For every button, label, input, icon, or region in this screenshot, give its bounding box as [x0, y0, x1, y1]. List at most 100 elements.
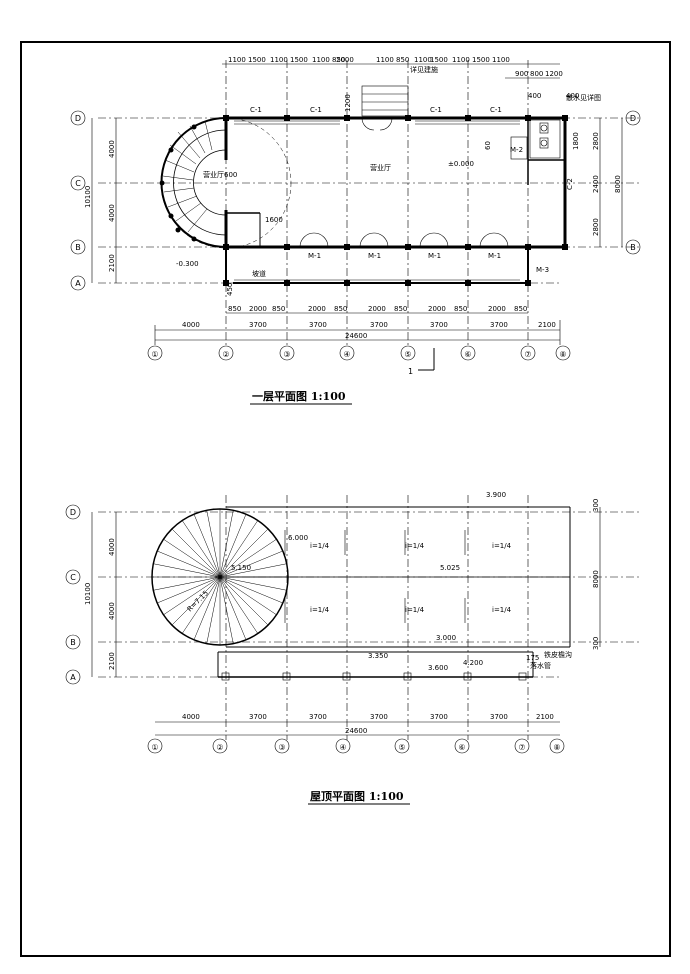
dim: 3700: [430, 321, 448, 329]
dome-radial-line: [219, 550, 283, 578]
plan1-circular-stair: [159, 117, 292, 249]
dim: 2100: [108, 652, 116, 670]
dome-radial-line: [219, 563, 287, 578]
axis-label: ②: [216, 743, 223, 752]
dim: 60: [484, 141, 492, 150]
dome-radial-line: [219, 520, 258, 578]
total-dim: 10100: [84, 583, 92, 605]
drain-label: 175: [526, 654, 539, 662]
dim: 1500: [290, 56, 308, 64]
stair-label: 营业厅600: [203, 170, 237, 179]
axis-label: ⑦: [518, 743, 525, 752]
plan1-bottom-dims-outer: 4000 3700 3700 3700 3700 3700 2100 24600: [182, 321, 556, 340]
door-label: M-1: [368, 252, 381, 260]
dim: 4000: [108, 140, 116, 158]
plan1-doors: [299, 117, 509, 248]
dim: 300: [592, 499, 600, 512]
axis-label: ④: [339, 743, 346, 752]
door-label: M-1: [488, 252, 501, 260]
dome-radial-line: [219, 576, 234, 644]
dim: 3700: [309, 713, 327, 721]
slope-label: 坡道: [252, 269, 266, 278]
dim: 4000: [182, 321, 200, 329]
roof-plan: i=1/4 i=1/4 i=1/4 i=1/4 i=1/4 i=1/4 6.00…: [65, 491, 640, 805]
axis-label: A: [75, 279, 81, 288]
dim: 850: [454, 305, 467, 313]
elevation-label: 3.000: [436, 634, 456, 642]
axis-label: A: [70, 673, 76, 682]
dome-radial-line: [157, 576, 221, 604]
plan2-bottom-dims: 4000 3700 3700 3700 3700 3700 2100 24600: [182, 713, 554, 735]
window-label: C-1: [310, 106, 322, 114]
elevation-label: 5.150: [231, 564, 251, 572]
plan1-section-mark: 1: [408, 348, 435, 376]
dim: 2000: [368, 305, 386, 313]
plan2-axis-y-bubbles: D C B A: [65, 504, 81, 685]
axis-label: B: [70, 638, 76, 647]
axis-label: ②: [222, 350, 229, 359]
plan1-right-dims: 2800 2400 2800 8000: [592, 132, 622, 236]
dim: 1100: [228, 56, 246, 64]
axis-label: ⑥: [464, 350, 471, 359]
dome-radial-line: [163, 539, 221, 578]
window-label: C-2: [566, 178, 574, 190]
dim: 2100: [536, 713, 554, 721]
total-dim: 24600: [345, 727, 367, 735]
dim: 3700: [430, 713, 448, 721]
dim: 3700: [249, 713, 267, 721]
dome-radial-line: [171, 576, 221, 626]
plan1-bottom-dims-inner: 850 2000 850 2000 850 2000 850 2000 850 …: [228, 305, 527, 313]
dome-radial-line: [163, 576, 221, 615]
dome-radial-line: [219, 539, 277, 578]
axis-label: D: [70, 508, 76, 517]
plan1-walls: [224, 116, 567, 284]
dim: 850: [396, 56, 409, 64]
plan1-axis-y-bubbles: D C B A D B: [70, 110, 641, 291]
dim: 300: [592, 637, 600, 650]
window-label: C-1: [430, 106, 442, 114]
dim: 2100: [108, 254, 116, 272]
axis-label: ③: [283, 350, 290, 359]
dim: 450: [226, 283, 234, 296]
axis-label: B: [75, 243, 81, 252]
plan1-labels: 营业厅 ±0.000 -0.300 营业厅600 C-1 C-1 C-1 C-1…: [176, 65, 601, 296]
note-label: 详见建施: [410, 65, 438, 74]
plan2-dome: [151, 508, 289, 646]
dim: 800: [530, 70, 543, 78]
dim: 3700: [309, 321, 327, 329]
axis-label: ⑧: [553, 743, 560, 752]
plan1-bottom-dims-lines: [154, 312, 561, 345]
dome-radial-line: [193, 514, 221, 578]
plan1-title: 一层平面图 1:100: [252, 390, 346, 403]
dim: 850: [514, 305, 527, 313]
dim: 2400: [592, 175, 600, 193]
slope-label: i=1/4: [492, 606, 512, 614]
dim: 2000: [428, 305, 446, 313]
dome-radial-line: [219, 514, 247, 578]
elevation-label: ±0.000: [448, 160, 474, 168]
dome-radial-line: [157, 550, 221, 578]
dim: 850: [334, 305, 347, 313]
elevation-label: 3.600: [428, 664, 448, 672]
dome-radial-line: [219, 576, 283, 604]
elevation-outside: -0.300: [176, 260, 199, 268]
plan2-dims-lines: [91, 507, 601, 736]
ground-floor-plan: 1100 1500 1100 1500 1100 850 1100 2000 8…: [70, 56, 641, 405]
dim: 1600: [265, 216, 283, 224]
plan1-toilet: [510, 119, 561, 160]
plan2-slope-arrows: [284, 530, 466, 623]
plan1-left-dims-lines: [91, 118, 117, 283]
dome-radial-line: [193, 576, 221, 640]
dim: 3700: [370, 321, 388, 329]
dim: 1500: [430, 56, 448, 64]
door-label: M-1: [428, 252, 441, 260]
plan2-side-dims: 4000 4000 2100 10100 8000 300 300: [84, 499, 600, 670]
plan1-top-dims-lines: [222, 63, 560, 79]
dim: 3700: [370, 713, 388, 721]
dim: 400: [566, 92, 579, 100]
dome-radial-line: [206, 576, 221, 644]
dim: 850: [394, 305, 407, 313]
dome-radial-line: [219, 510, 234, 578]
dim: 1500: [248, 56, 266, 64]
